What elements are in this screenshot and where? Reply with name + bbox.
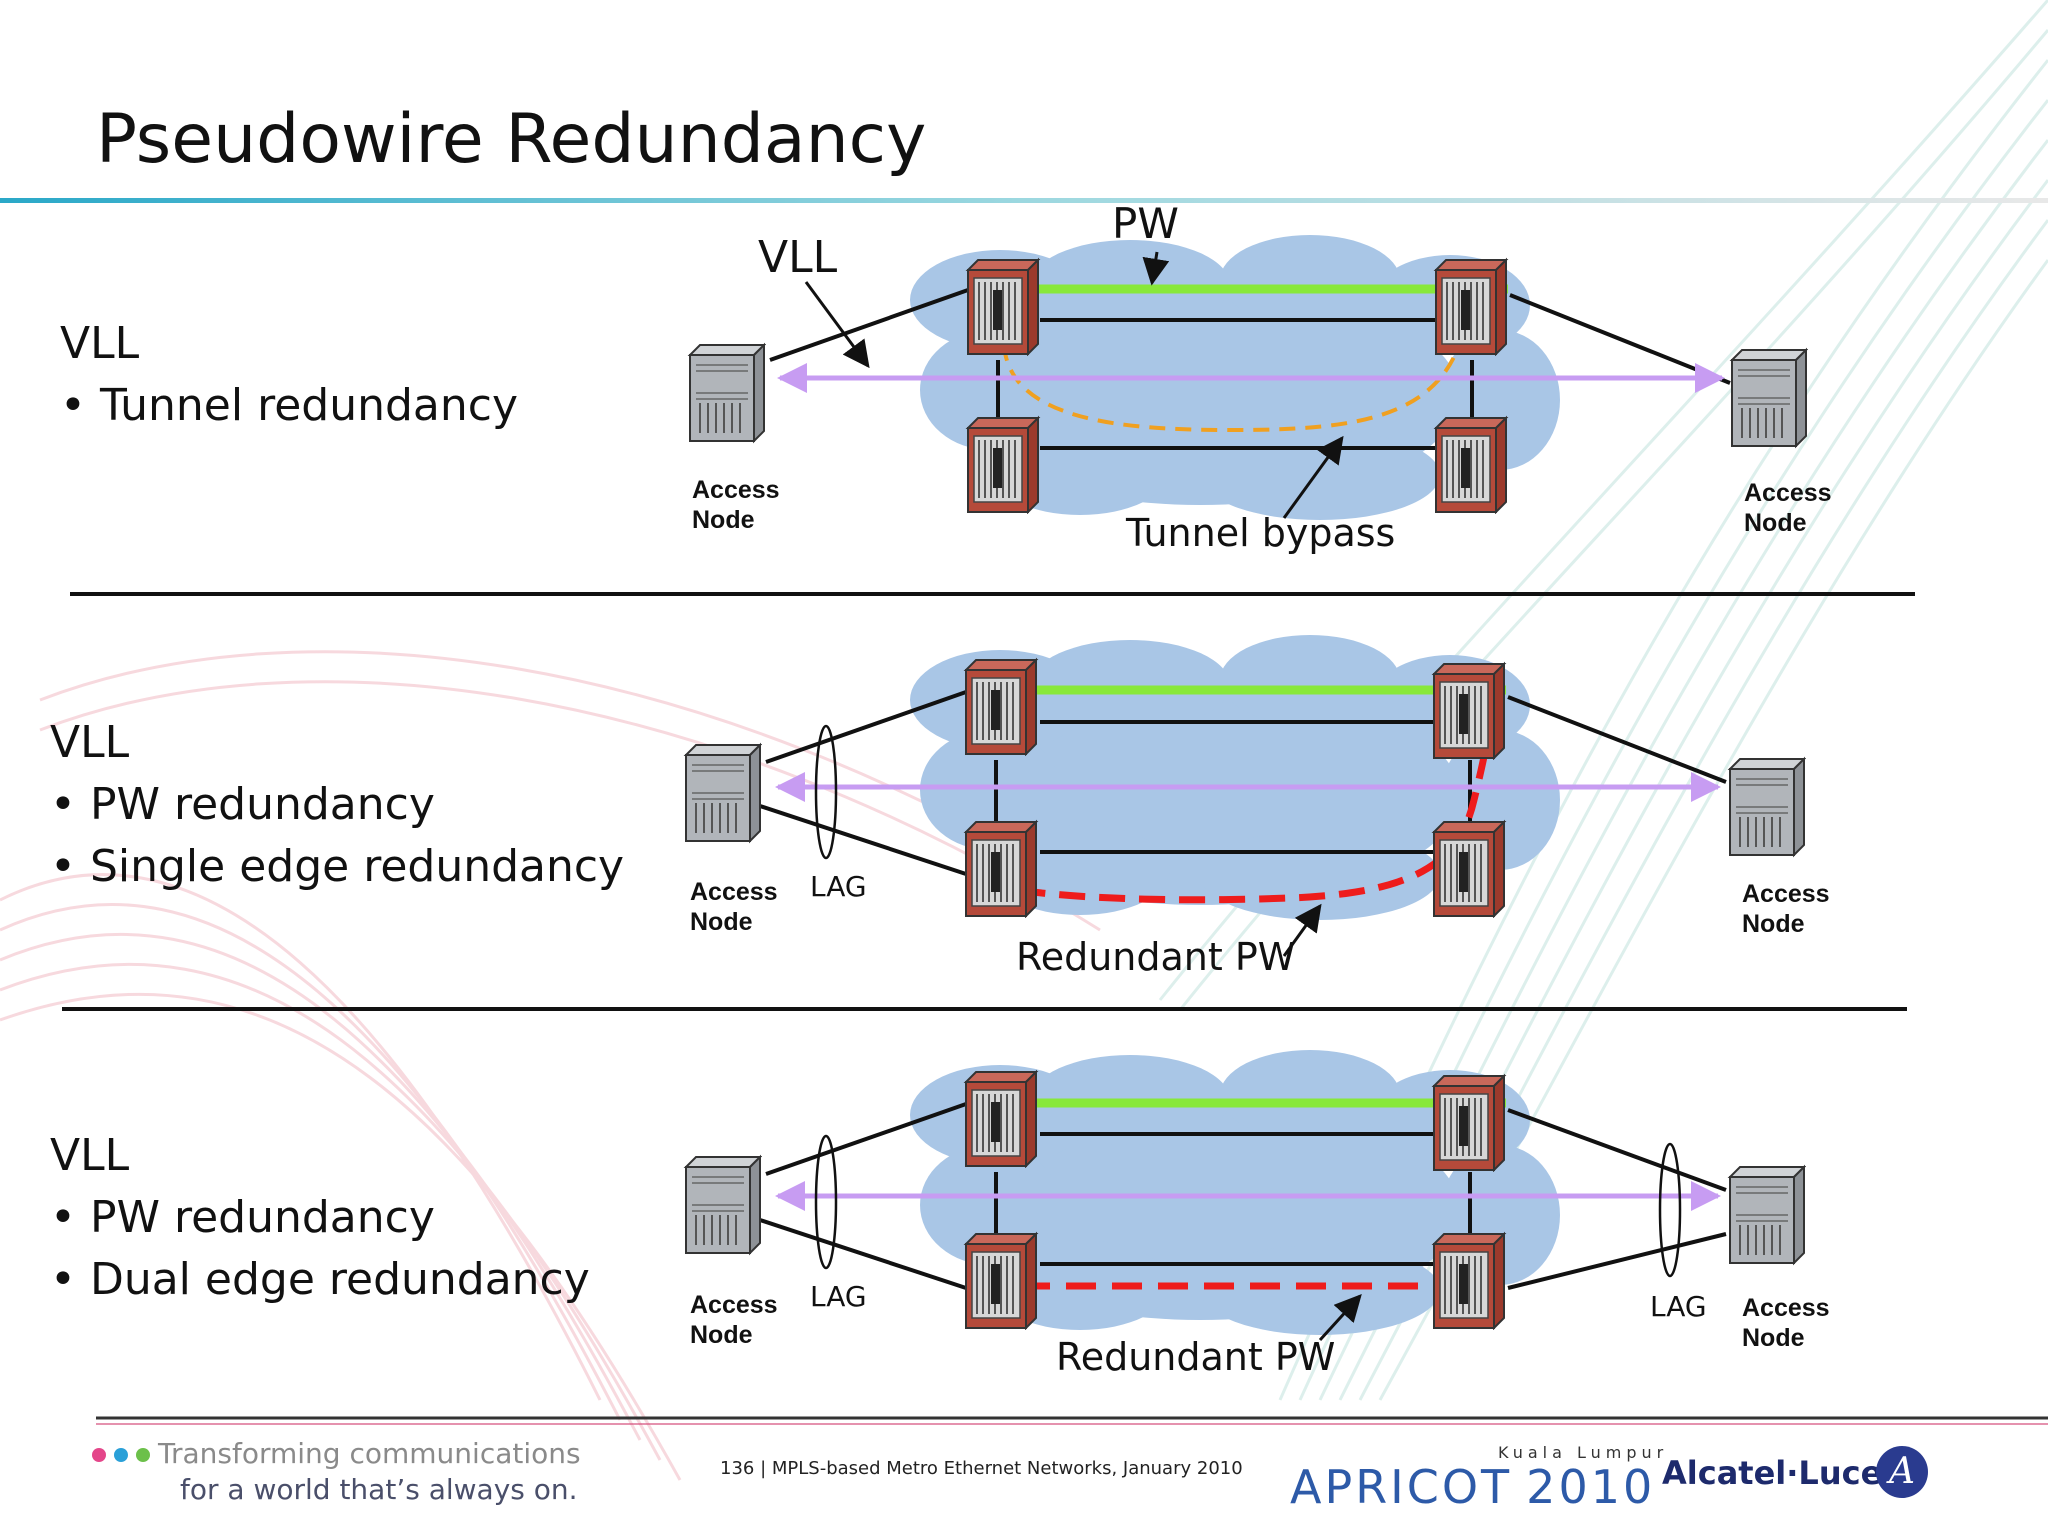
footer-note: 136 | MPLS-based Metro Ethernet Networks… bbox=[720, 1458, 1243, 1479]
router-icon bbox=[1433, 1075, 1505, 1171]
section-1-text: VLL • Tunnel redundancy bbox=[60, 313, 518, 437]
router-icon bbox=[967, 259, 1039, 355]
router-icon bbox=[1435, 259, 1507, 355]
section-3-text: VLL • PW redundancy • Dual edge redundan… bbox=[50, 1125, 590, 1311]
event-city: Kuala Lumpur bbox=[1498, 1443, 1669, 1462]
access-node-icon bbox=[1730, 348, 1808, 448]
page-title: Pseudowire Redundancy bbox=[96, 100, 927, 179]
footer-tagline: Transforming communications for a world … bbox=[92, 1436, 581, 1508]
section-2-bullet-2: • Single edge redundancy bbox=[50, 841, 625, 892]
footer-separator bbox=[96, 1416, 2048, 1425]
lag-label: LAG bbox=[1650, 1290, 1707, 1323]
section-1-bullet-1: • Tunnel redundancy bbox=[60, 380, 518, 431]
access-node-icon bbox=[1728, 757, 1806, 857]
router-icon bbox=[965, 1233, 1037, 1329]
lag-label: LAG bbox=[810, 1280, 867, 1313]
router-icon bbox=[1435, 417, 1507, 513]
tunnel-bypass-label: Tunnel bypass bbox=[1125, 511, 1395, 555]
redundant-pw-label: Redundant PW bbox=[1056, 1335, 1335, 1379]
router-icon bbox=[965, 659, 1037, 755]
router-icon bbox=[965, 821, 1037, 917]
router-icon bbox=[1433, 821, 1505, 917]
access-node-icon bbox=[684, 1155, 762, 1255]
access-node-icon bbox=[684, 743, 762, 843]
tagline-dots-icon bbox=[92, 1437, 158, 1470]
router-icon bbox=[965, 1071, 1037, 1167]
section-1-heading: VLL bbox=[60, 318, 140, 369]
section-2-bullet-1: • PW redundancy bbox=[50, 779, 435, 830]
router-icon bbox=[967, 417, 1039, 513]
redundant-pw-path bbox=[979, 683, 1500, 904]
page-number: 136 bbox=[720, 1458, 755, 1479]
lag-ellipse-icon bbox=[1658, 1142, 1682, 1278]
access-node-icon bbox=[688, 343, 766, 443]
router-icon bbox=[1433, 1233, 1505, 1329]
alcatel-lucent-logo-icon: A bbox=[1876, 1446, 1928, 1498]
router-icon bbox=[1433, 663, 1505, 759]
lag-label: LAG bbox=[810, 870, 867, 903]
redundant-pw-label: Redundant PW bbox=[1016, 935, 1295, 979]
title-underline bbox=[0, 198, 2048, 203]
section-3-bullet-2: • Dual edge redundancy bbox=[50, 1254, 590, 1305]
pw-label: PW bbox=[1112, 199, 1179, 248]
access-node-icon bbox=[1728, 1165, 1806, 1265]
lag-ellipse-icon bbox=[814, 1134, 838, 1270]
section-3-heading: VLL bbox=[50, 1130, 130, 1181]
section-2-heading: VLL bbox=[50, 717, 130, 768]
section-2-text: VLL • PW redundancy • Single edge redund… bbox=[50, 712, 624, 898]
lag-ellipse-icon bbox=[814, 724, 838, 860]
section-3-bullet-1: • PW redundancy bbox=[50, 1192, 435, 1243]
vll-label: VLL bbox=[758, 232, 838, 283]
